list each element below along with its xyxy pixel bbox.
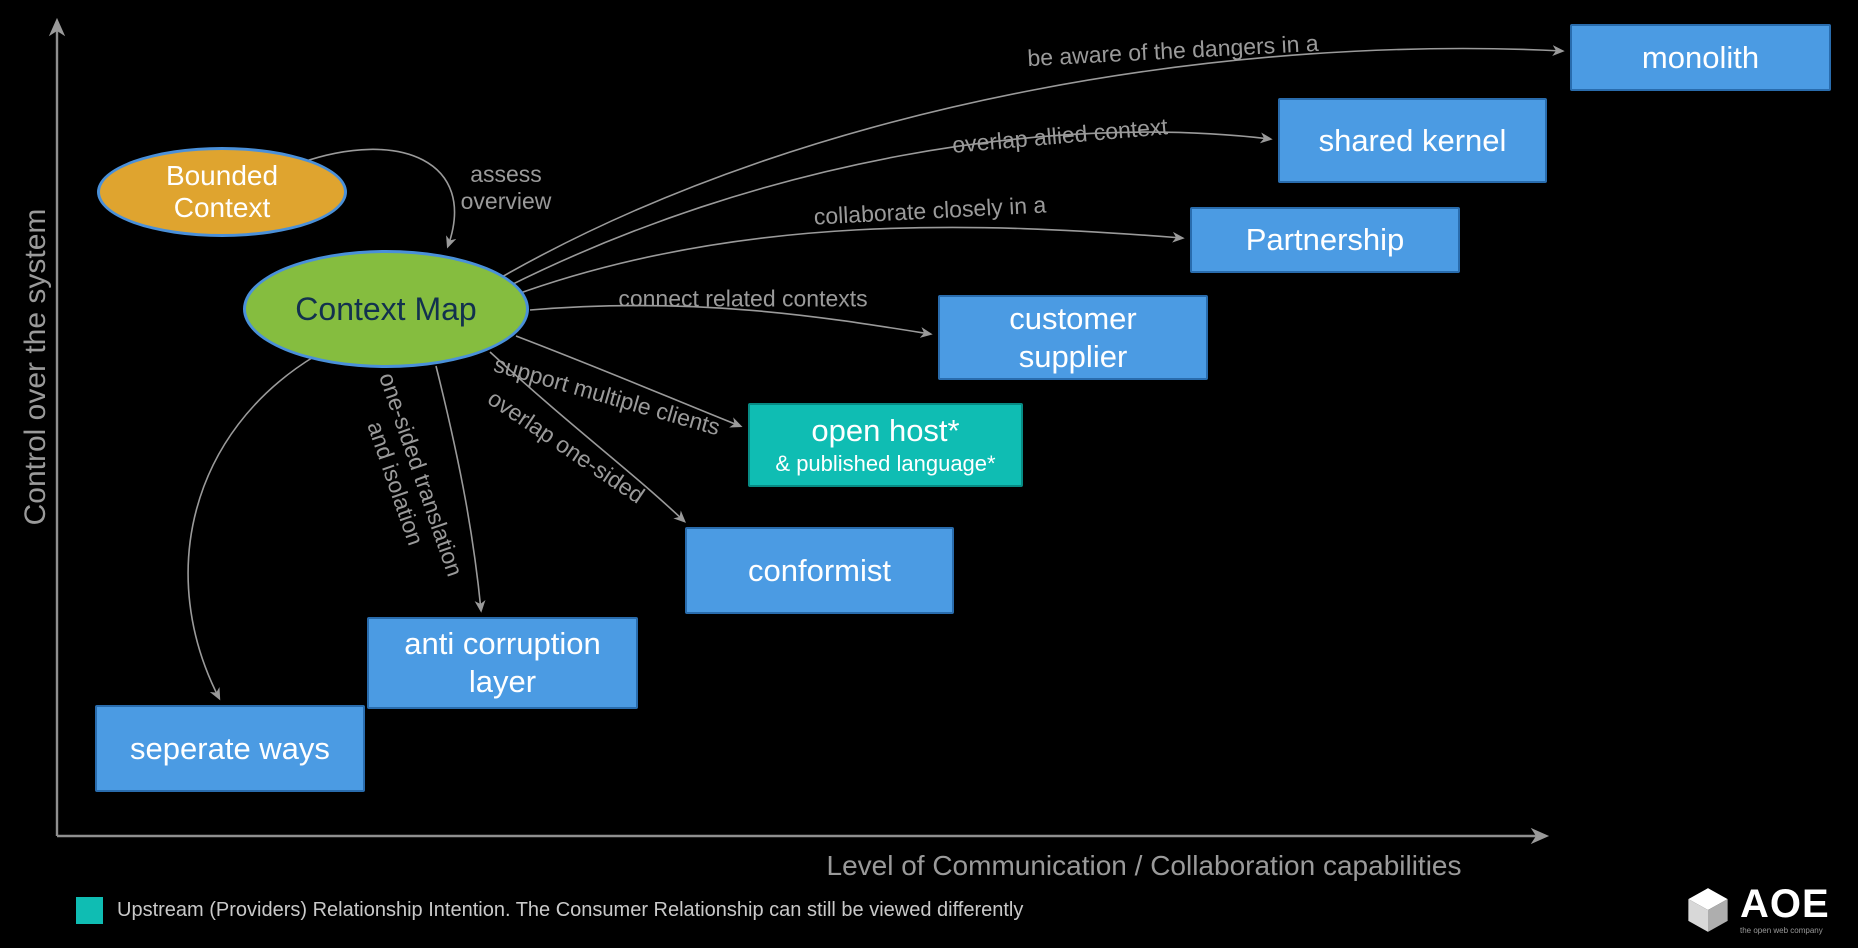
aoe-logo-name: AOE — [1740, 882, 1830, 926]
context-map-label: Context Map — [295, 290, 477, 327]
box-conformist-label: conformist — [748, 552, 891, 588]
y-axis-label: Control over the system — [19, 208, 52, 526]
box-anti-corruption-layer: anti corruption layer — [367, 617, 638, 709]
legend-text: Upstream (Providers) Relationship Intent… — [117, 899, 1024, 921]
aoe-logo-text-block: AOE the open web company — [1740, 884, 1830, 935]
box-seperate-ways: seperate ways — [95, 705, 365, 792]
node-context-map: Context Map — [243, 250, 529, 368]
edge-conformist — [489, 351, 686, 523]
box-conformist: conformist — [685, 527, 954, 614]
edge-shared-kernel — [504, 131, 1273, 289]
legend-upstream-swatch — [76, 897, 103, 924]
node-bounded-context: Bounded Context — [97, 147, 347, 237]
edge-partnership — [511, 226, 1185, 297]
edge-label-assess-overview: assess overview — [460, 161, 552, 214]
box-customer-supplier: customer supplier — [938, 295, 1208, 380]
box-anti-corruption-layer-label: anti corruption layer — [404, 626, 601, 699]
box-partnership-label: Partnership — [1245, 222, 1405, 258]
box-open-host-label: open host* — [811, 412, 960, 448]
edge-customer-supplier — [529, 304, 933, 338]
aoe-logo-tagline: the open web company — [1740, 926, 1823, 935]
box-customer-supplier-label: customer supplier — [1009, 300, 1137, 374]
edge-assess-overview — [299, 148, 457, 249]
box-shared-kernel: shared kernel — [1278, 98, 1547, 183]
box-open-host: open host* & published language* — [748, 403, 1023, 487]
edge-label-customer-supplier: connect related contexts — [618, 285, 868, 312]
aoe-cube-icon — [1688, 887, 1728, 932]
bounded-context-label: Bounded Context — [165, 159, 279, 223]
box-shared-kernel-label: shared kernel — [1318, 122, 1507, 158]
edge-monolith — [499, 45, 1565, 279]
edge-open-host — [515, 335, 743, 428]
edge-anti-corruption — [435, 365, 486, 613]
box-partnership: Partnership — [1190, 207, 1460, 273]
aoe-logo: AOE the open web company — [1686, 884, 1830, 935]
box-monolith: monolith — [1570, 24, 1831, 91]
box-open-host-sublabel: & published language* — [775, 451, 996, 477]
box-monolith-label: monolith — [1641, 39, 1760, 75]
edge-seperate-ways — [187, 355, 316, 701]
box-seperate-ways-label: seperate ways — [130, 730, 330, 766]
legend: Upstream (Providers) Relationship Intent… — [76, 897, 1023, 924]
x-axis-label: Level of Communication / Collaboration c… — [826, 850, 1462, 881]
